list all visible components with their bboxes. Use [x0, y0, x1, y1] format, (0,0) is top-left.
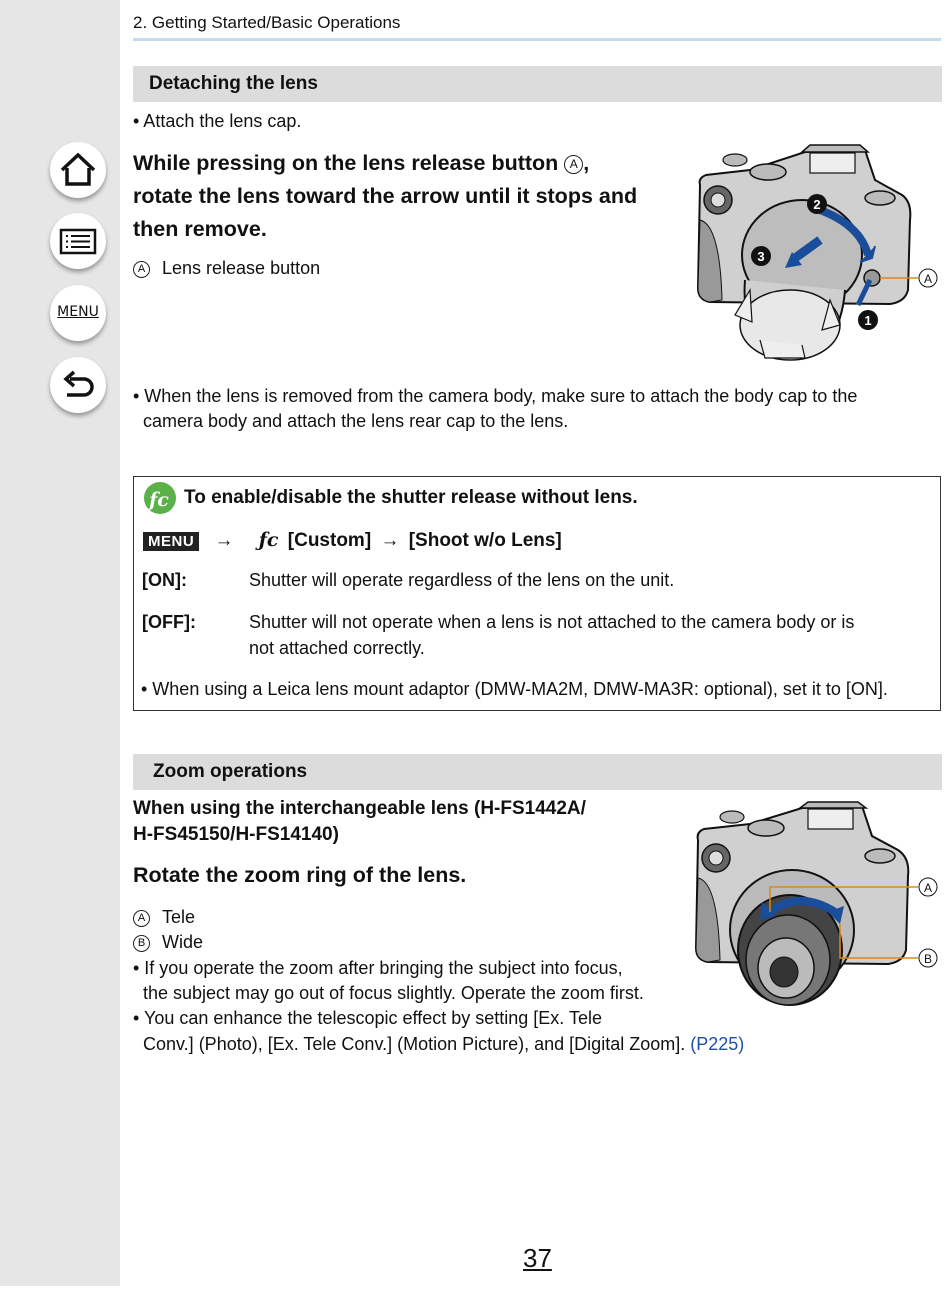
callout-a-label: A	[924, 272, 932, 286]
page-bottom-strip	[0, 1286, 950, 1308]
home-icon	[60, 152, 96, 186]
box-title: To enable/disable the shutter release wi…	[184, 487, 638, 508]
back-button[interactable]	[50, 357, 106, 413]
instruction-text: While pressing on the lens release butto…	[133, 151, 559, 175]
camera-lens-removal-figure: 2 3 1 A	[696, 144, 938, 361]
zoom-subtitle-2: H-FS45150/H-FS14140)	[133, 824, 339, 845]
svg-text:fc: fc	[147, 489, 169, 511]
note-body-cap-1: • When the lens is removed from the came…	[133, 386, 858, 406]
legend-tele: A Tele	[133, 905, 195, 930]
on-label: [ON]:	[142, 570, 187, 590]
contents-button[interactable]	[50, 213, 106, 269]
instruction-line-2: rotate the lens toward the arrow until i…	[133, 184, 638, 208]
menu-tag: MENU	[143, 532, 200, 551]
custom-icon: ƒc	[258, 529, 279, 551]
zoom-bullet-2-text: Conv.] (Photo), [Ex. Tele Conv.] (Motion…	[143, 1034, 686, 1054]
zoom-bullet-2-line-2: Conv.] (Photo), [Ex. Tele Conv.] (Motion…	[143, 1032, 744, 1057]
header-rule	[133, 38, 941, 41]
legend-marker-b: B	[133, 935, 150, 952]
menu-path: MENU → ƒc [Custom] → [Shoot w/o Lens]	[143, 529, 562, 552]
return-icon	[63, 370, 94, 397]
legend-tele-text: Tele	[162, 907, 196, 927]
step-3-label: 3	[757, 249, 764, 264]
camera-zoom-figure: A B	[694, 801, 938, 1006]
leica-note: • When using a Leica lens mount adaptor …	[141, 679, 888, 699]
step-1-label: 1	[864, 313, 871, 328]
shutter-without-lens-box: fc To enable/disable the shutter release…	[133, 476, 941, 711]
on-desc: Shutter will operate regardless of the l…	[249, 570, 675, 590]
zoom-instruction: Rotate the zoom ring of the lens.	[133, 863, 467, 887]
zoom-bullet-1-line-1: • If you operate the zoom after bringing…	[133, 958, 623, 978]
path-custom: [Custom]	[287, 530, 372, 551]
arrow-1: →	[214, 530, 234, 551]
page-number: 37	[523, 1243, 552, 1273]
sidebar	[0, 0, 120, 1286]
bullet-attach-cap: • Attach the lens cap.	[133, 111, 302, 131]
marker-a: A	[564, 155, 584, 174]
note-body-cap-2: camera body and attach the lens rear cap…	[143, 411, 569, 431]
zoom-subtitle-1: When using the interchangeable lens (H-F…	[133, 798, 586, 819]
path-shoot-wo-lens: [Shoot w/o Lens]	[408, 530, 562, 551]
home-button[interactable]	[50, 142, 106, 198]
list-icon	[59, 228, 97, 255]
instruction-line-3: then remove.	[133, 217, 267, 241]
menu-list-button[interactable]: MENU	[50, 285, 106, 341]
menu-label: MENU	[57, 304, 99, 320]
section-heading-detaching: Detaching the lens	[133, 66, 942, 102]
legend-wide: B Wide	[133, 930, 203, 955]
instruction-comma: ,	[583, 151, 590, 175]
legend-marker-a2: A	[133, 910, 150, 927]
legend-text: Lens release button	[162, 258, 321, 278]
custom-menu-icon: fc	[144, 482, 176, 514]
off-desc-2: not attached correctly.	[249, 638, 425, 658]
breadcrumb: 2. Getting Started/Basic Operations	[133, 13, 401, 32]
legend-lens-release: A Lens release button	[133, 256, 320, 281]
zoom-bullet-1-line-2: the subject may go out of focus slightly…	[143, 983, 644, 1003]
arrow-2: →	[380, 530, 400, 551]
step-2-label: 2	[813, 197, 820, 212]
page-link-p225[interactable]: (P225)	[690, 1034, 745, 1054]
off-desc-1: Shutter will not operate when a lens is …	[249, 612, 855, 632]
callout-a2-label: A	[924, 881, 932, 895]
callout-b-label: B	[924, 952, 932, 966]
zoom-bullet-2-line-1: • You can enhance the telescopic effect …	[133, 1008, 602, 1028]
legend-marker-a: A	[133, 261, 150, 278]
instruction-line-1: While pressing on the lens release butto…	[133, 147, 589, 180]
legend-wide-text: Wide	[162, 932, 204, 952]
off-label: [OFF]:	[142, 612, 196, 632]
section-heading-zoom: Zoom operations	[133, 754, 942, 790]
